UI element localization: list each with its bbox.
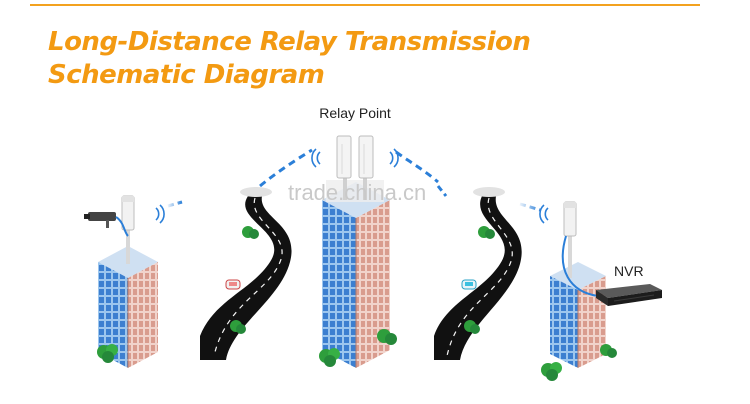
wireless-link-segment <box>436 185 448 197</box>
watermark-text: trade.china.cn <box>288 180 426 205</box>
wireless-signal-icon <box>311 148 321 168</box>
nvr-recorder-icon <box>596 284 662 306</box>
title-line-2: Schematic Diagram <box>48 60 325 90</box>
tree-icon <box>230 320 246 334</box>
car-icon <box>461 279 477 290</box>
tree-icon <box>242 226 259 239</box>
relay-cpe-antenna-pair <box>336 135 374 200</box>
tree-icon <box>464 320 480 334</box>
tree-icon <box>600 344 617 358</box>
tree-icon <box>377 329 397 345</box>
security-camera-icon <box>84 212 129 237</box>
nvr-label: NVR <box>614 263 644 279</box>
title-line-1: Long-Distance Relay Transmission <box>48 27 531 57</box>
relay-point-building <box>322 180 390 368</box>
winding-road-2 <box>434 187 522 360</box>
wireless-signal-icon <box>155 204 165 224</box>
tree-icon <box>541 362 562 381</box>
relay-point-label: Relay Point <box>319 105 391 121</box>
diagram-title: Long-Distance Relay Transmission Schemat… <box>48 26 531 92</box>
winding-road-1 <box>200 187 292 360</box>
nvr-site-building <box>550 262 606 368</box>
tree-icon <box>478 226 495 239</box>
nvr-site-cpe-antenna <box>563 201 577 278</box>
wireless-signal-icon <box>389 148 399 168</box>
wireless-link-left <box>259 148 313 188</box>
wireless-link-segment <box>167 200 183 208</box>
wireless-link-right <box>395 150 439 184</box>
tree-icon <box>319 348 340 367</box>
car-icon <box>225 279 241 290</box>
wireless-link-segment <box>519 202 541 212</box>
top-divider <box>30 4 700 6</box>
wireless-signal-icon <box>539 204 549 224</box>
network-cable <box>561 235 599 297</box>
tree-icon <box>97 344 118 363</box>
